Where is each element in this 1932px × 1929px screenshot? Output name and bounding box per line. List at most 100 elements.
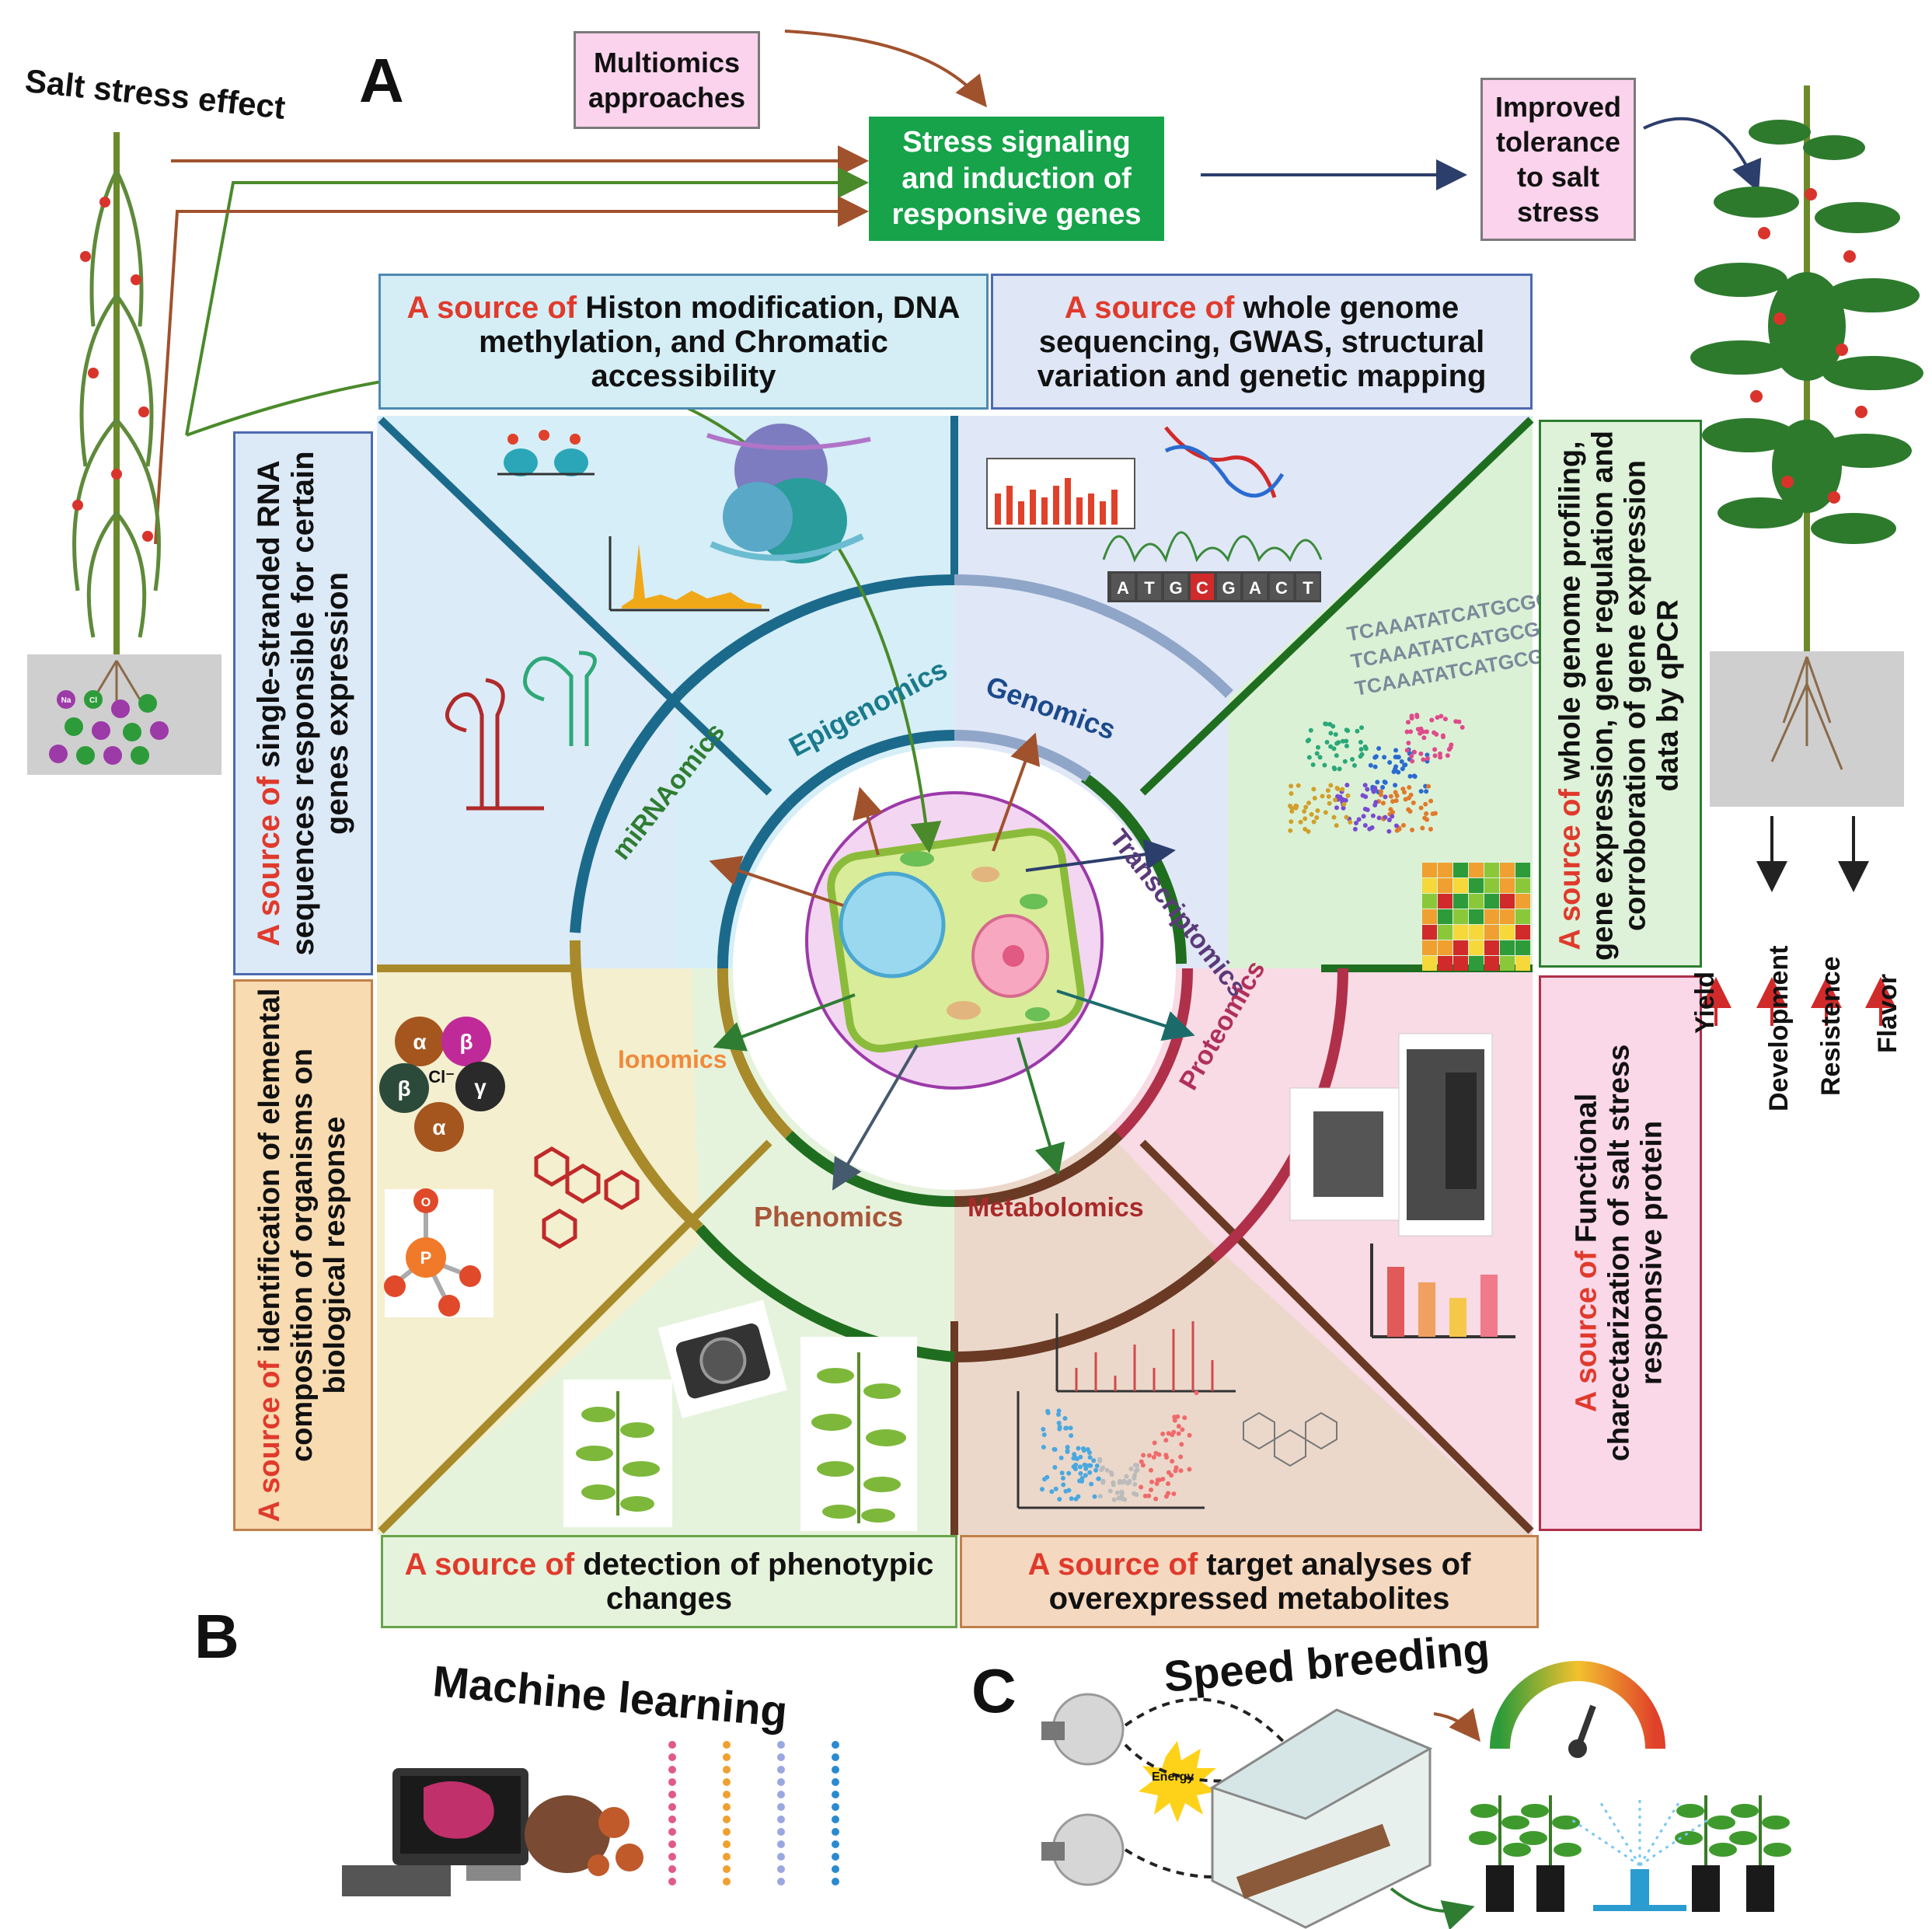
tsne-point <box>1370 813 1376 818</box>
source-label-mirnaomics: A source of single-stranded RNA sequence… <box>233 431 373 975</box>
salt-stressed-plant-icon <box>27 132 221 775</box>
tsne-point <box>1312 796 1317 801</box>
volcano-point <box>1163 1438 1169 1443</box>
volcano-point <box>1060 1476 1065 1481</box>
volcano-point <box>1058 1455 1064 1460</box>
volcano-point <box>1152 1440 1157 1446</box>
source-prefix: A source of <box>404 1547 575 1582</box>
volcano-point <box>1176 1424 1181 1429</box>
tsne-point <box>1393 798 1399 804</box>
nn-node <box>777 1753 785 1761</box>
tsne-point <box>1425 755 1431 761</box>
volcano-point <box>1160 1431 1166 1436</box>
volcano-point <box>1061 1482 1066 1488</box>
tsne-cluster-plot <box>1288 713 1465 834</box>
volcano-point <box>1166 1431 1171 1436</box>
tsne-point <box>1423 801 1428 807</box>
source-box-phenomics: A source of detection of phenotypic chan… <box>381 1535 957 1628</box>
tsne-point <box>1393 748 1399 753</box>
trait-resistence: Resistence <box>1816 956 1846 1096</box>
nn-node <box>832 1840 839 1848</box>
nn-node <box>777 1791 785 1798</box>
volcano-point <box>1155 1477 1160 1483</box>
heatmap-cell <box>1484 940 1499 955</box>
volcano-point <box>1176 1431 1181 1436</box>
volcano-point <box>1087 1455 1093 1460</box>
source-text-genomics: whole genome sequencing, GWAS, structura… <box>1037 290 1487 393</box>
ion-cluster-icon: α β β γ α Cl⁻ <box>379 1017 505 1152</box>
tsne-point <box>1298 819 1303 825</box>
volcano-point <box>1057 1424 1062 1429</box>
tsne-point <box>1400 766 1405 772</box>
volcano-point <box>1122 1497 1128 1502</box>
tsne-point <box>1380 801 1386 806</box>
volcano-point <box>1142 1493 1148 1498</box>
tsne-point <box>1322 762 1327 768</box>
plant-leaf <box>1469 1831 1497 1845</box>
heatmap-cell <box>1438 940 1452 955</box>
heatmap-cell <box>1515 878 1530 893</box>
tsne-point <box>1414 713 1420 718</box>
volcano-point <box>1173 1468 1178 1474</box>
tsne-point <box>1410 759 1415 764</box>
volcano-point <box>1120 1480 1125 1485</box>
tsne-point <box>1368 762 1373 768</box>
phosphate-p: P <box>420 1248 432 1268</box>
tsne-point <box>1327 801 1332 806</box>
source-prefix: A source of <box>1027 1547 1198 1582</box>
tsne-point <box>1335 787 1341 792</box>
plant-pot <box>1486 1865 1514 1912</box>
heatmap-cell <box>1453 894 1468 909</box>
curve-tolerance-to-plant <box>1643 117 1762 193</box>
heatmap-cell <box>1469 956 1484 971</box>
stress-signaling-box: Stress signaling and induction of respon… <box>869 117 1164 241</box>
tsne-point <box>1358 754 1363 759</box>
inner-arc-meta <box>954 1131 1123 1208</box>
brain-gears-icon <box>525 1795 643 1876</box>
plant-leaf <box>1675 1831 1703 1845</box>
heatmap-cell <box>1500 863 1515 877</box>
volcano-point <box>1178 1454 1184 1460</box>
heatmap-cell <box>1515 863 1530 877</box>
tsne-point <box>1376 746 1382 752</box>
tsne-point <box>1459 724 1465 730</box>
heatmap-cell <box>1469 940 1484 955</box>
tsne-point <box>1365 787 1370 792</box>
nn-node <box>832 1791 839 1798</box>
heatmap-cell <box>1484 909 1499 924</box>
tsne-point <box>1355 728 1360 734</box>
heatmap-cell <box>1469 878 1484 893</box>
dna-base-letter: T <box>1144 578 1155 598</box>
nn-node <box>723 1878 731 1885</box>
volcano-point <box>1107 1488 1113 1494</box>
tsne-point <box>1311 787 1316 792</box>
tsne-point <box>1445 753 1450 759</box>
tsne-point <box>1418 751 1424 756</box>
tsne-point <box>1403 797 1408 802</box>
tsne-point <box>1437 751 1442 756</box>
volcano-point <box>1069 1496 1074 1502</box>
tsne-point <box>1303 826 1308 832</box>
volcano-point <box>1141 1453 1146 1458</box>
tsne-point <box>1305 738 1310 744</box>
volcano-point <box>1077 1464 1083 1470</box>
volcano-point <box>1166 1481 1171 1486</box>
inner-arc-iono <box>717 968 793 1139</box>
heatmap-cell <box>1484 863 1499 877</box>
curve-multiomics-to-stress <box>784 30 987 108</box>
volcano-point <box>1078 1454 1083 1460</box>
volcano-point <box>1079 1475 1085 1481</box>
heatmap-cell <box>1515 909 1530 924</box>
volcano-point <box>1128 1466 1134 1471</box>
nn-node <box>723 1753 731 1761</box>
tsne-point <box>1361 814 1366 819</box>
ion-chloride: Cl⁻ <box>428 1067 455 1087</box>
volcano-point <box>1178 1468 1184 1474</box>
source-prefix: A source of <box>406 290 577 325</box>
phosphate-o: O <box>421 1196 431 1209</box>
tsne-point <box>1386 818 1392 823</box>
tsne-point <box>1358 747 1364 752</box>
volcano-point <box>1041 1432 1047 1437</box>
